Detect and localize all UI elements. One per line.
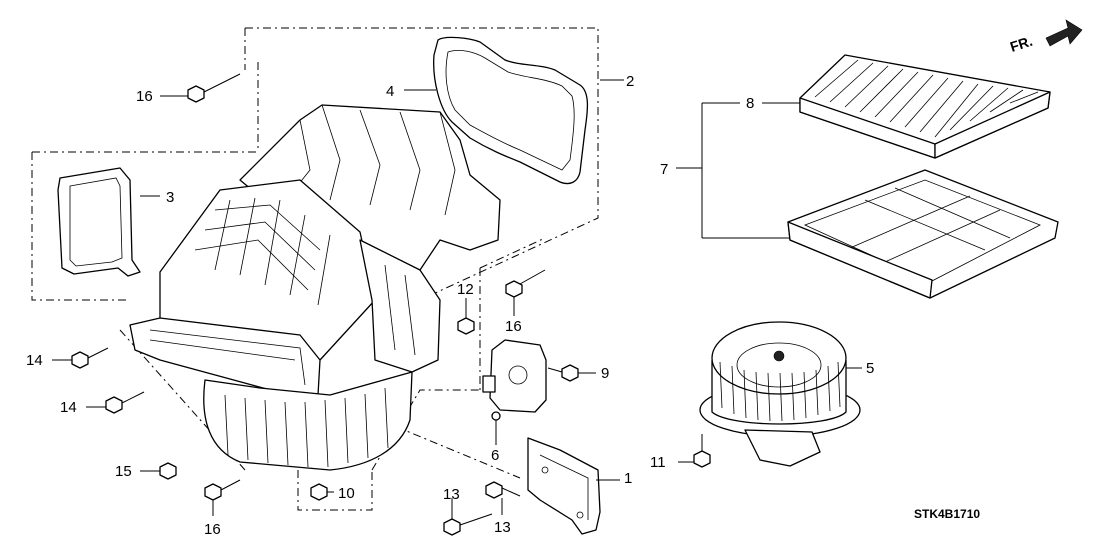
callout-16-a: 16 [136,88,153,105]
leader-lines [52,79,862,519]
bolt-16-top [187,73,241,103]
callouts: 1 2 3 4 5 6 7 8 9 10 11 12 13 13 14 14 1… [26,73,874,538]
bolt-16-bottom [204,479,241,501]
bolt-12 [457,317,475,335]
callout-9: 9 [601,365,609,382]
callout-6: 6 [491,447,499,464]
callout-4: 4 [386,83,394,100]
seal-4 [433,36,589,185]
screw-14-a [71,347,109,369]
callout-10: 10 [338,485,355,502]
callout-16-c: 16 [204,521,221,538]
front-arrow-icon [1045,19,1083,47]
callout-3: 3 [166,189,174,206]
bolt-16-mid [505,269,546,298]
heater-unit-housing [129,104,501,471]
front-direction-indicator: FR. [1008,19,1083,55]
fasteners [71,73,711,536]
callout-1: 1 [624,470,632,487]
callout-5: 5 [866,360,874,377]
mount-bracket [527,437,601,535]
seal-3 [57,167,141,277]
callout-12: 12 [457,281,474,298]
callout-13-a: 13 [443,486,460,503]
callout-15: 15 [115,463,132,480]
callout-8: 8 [746,95,754,112]
callout-11: 11 [650,454,666,471]
screw-11 [693,434,711,468]
diagram-code: STK4B1710 [914,507,980,521]
callout-7: 7 [660,161,668,178]
callout-2: 2 [626,73,634,90]
callout-13-b: 13 [494,519,511,536]
callout-14-b: 14 [60,399,77,416]
screw-14-b [105,391,145,414]
front-label: FR. [1008,33,1034,55]
air-filter [799,54,1051,159]
filter-frame [787,169,1059,299]
callout-14-a: 14 [26,352,43,369]
callout-16-b: 16 [505,318,522,335]
bolt-13-a [485,481,521,499]
nut-15 [159,462,177,480]
blower-motor [699,321,861,467]
screw-10 [310,483,328,501]
bolt-13-b [443,513,493,536]
screw-9 [547,364,579,382]
mode-actuator [482,339,547,421]
